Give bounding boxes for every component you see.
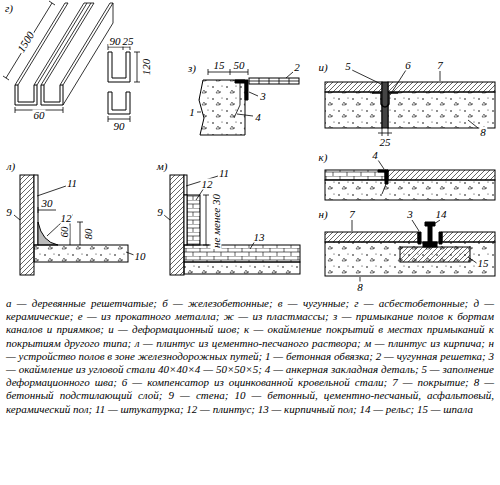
callout-number: 9: [5, 207, 13, 218]
dimension-value: 80: [83, 228, 94, 241]
callout-number: 3: [259, 91, 267, 102]
callout-number: 11: [218, 168, 230, 179]
dimension-value: 90: [113, 121, 126, 132]
callout-number: 11: [66, 178, 78, 189]
figure-caption: а — деревянные решетчатые; б — железобет…: [6, 297, 494, 416]
callout-number: 8: [356, 282, 364, 293]
callout-number: 1: [188, 107, 196, 118]
callout-number: 14: [435, 209, 448, 220]
figure-letter: к): [318, 152, 329, 163]
figure-letter: л): [6, 161, 16, 172]
callout-number: 7: [348, 209, 356, 220]
dimension-value: 30: [41, 198, 54, 209]
figure-letter: н): [317, 209, 328, 220]
callout-number: 13: [253, 232, 266, 243]
dimension-value: не менее 30: [211, 193, 222, 249]
dimension-value: 60: [33, 110, 46, 121]
callout-number: 3: [406, 209, 414, 220]
callout-number: 12: [201, 179, 214, 190]
channel-drawing: [3, 1, 140, 122]
rail-track-drawing: [325, 220, 495, 282]
figure-letter: з): [187, 63, 197, 74]
callout-number: 4: [371, 150, 379, 161]
callout-number: 5: [344, 61, 352, 72]
callout-number: 12: [60, 213, 73, 224]
dimension-value: 60: [59, 226, 70, 239]
dimension-value: 1500: [15, 29, 37, 55]
dimension-value: 15: [213, 60, 226, 71]
channel-edge-drawing: [197, 69, 299, 135]
figure-letter: м): [156, 161, 169, 172]
expansion-joint-drawing: [325, 70, 495, 136]
brick-plinth-drawing: [164, 175, 300, 275]
callout-number: 10: [134, 251, 147, 262]
callout-number: 8: [479, 127, 487, 138]
edging-drawing: [325, 160, 495, 200]
dimension-value: 25: [122, 36, 135, 47]
figure-letter: г): [4, 3, 14, 14]
callout-number: 7: [436, 60, 444, 71]
dimension-value: 25: [379, 137, 392, 148]
callout-number: 6: [404, 60, 412, 71]
callout-number: 9: [156, 207, 164, 218]
callout-number: 15: [477, 258, 490, 269]
dimension-value: 90: [109, 36, 122, 47]
figure-letter: и): [317, 62, 328, 73]
callout-number: 2: [293, 62, 301, 73]
mortar-plinth-drawing: [14, 175, 134, 275]
dimension-value: 120: [141, 58, 152, 77]
callout-number: 4: [254, 112, 262, 123]
dimension-value: 50: [233, 60, 246, 71]
